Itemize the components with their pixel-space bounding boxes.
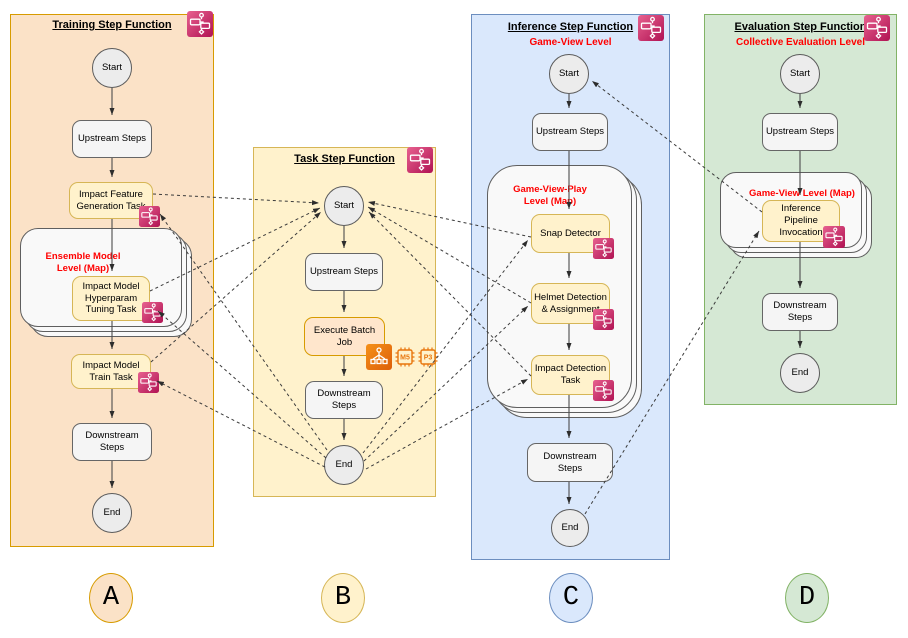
- step-functions-icon: [864, 15, 890, 41]
- downstream-steps-training: Downstream Steps: [72, 423, 152, 461]
- map-label-ensemble: Ensemble Model Level (Map): [45, 251, 121, 275]
- step-functions-icon: [593, 309, 614, 330]
- step-functions-icon: [407, 147, 433, 173]
- upstream-steps-training: Upstream Steps: [72, 120, 152, 158]
- step-functions-icon: [593, 238, 614, 259]
- upstream-steps-inference: Upstream Steps: [532, 113, 608, 151]
- end-node-training: End: [92, 493, 132, 533]
- task-impact-model-hyperparam-tuning: Impact Model Hyperparam Tuning Task: [72, 276, 150, 321]
- ec2-chip-p3-icon: P3: [417, 346, 439, 368]
- step-functions-icon: [139, 206, 160, 227]
- downstream-steps-inference: Downstream Steps: [527, 443, 613, 482]
- step-functions-icon: [142, 302, 163, 323]
- map-label-game-view-play: Game-View-Play Level (Map): [513, 184, 587, 208]
- aws-batch-icon: [366, 344, 392, 370]
- dashed-invocation-arrows: [149, 80, 763, 515]
- panel-c-subtitle: Game-View Level: [529, 37, 612, 48]
- start-node-inference: Start: [549, 54, 589, 94]
- panel-d-subtitle: Collective Evaluation Level: [736, 37, 865, 48]
- step-functions-icon: [638, 15, 664, 41]
- solid-flow-arrows: [109, 88, 803, 504]
- panel-b-title: Task Step Function: [294, 153, 395, 165]
- upstream-steps-evaluation: Upstream Steps: [762, 113, 838, 151]
- svg-text:P3: P3: [424, 355, 433, 362]
- step-functions-icon: [823, 226, 845, 248]
- step-functions-icon: [593, 380, 614, 401]
- step-functions-icon: [187, 11, 213, 37]
- end-node-inference: End: [551, 509, 589, 547]
- downstream-steps-evaluation: Downstream Steps: [762, 293, 838, 331]
- ec2-chip-m5-icon: M5: [394, 346, 416, 368]
- end-node-evaluation: End: [780, 353, 820, 393]
- panel-a-title: Training Step Function: [52, 19, 172, 31]
- panel-d-title: Evaluation Step Function: [734, 21, 867, 33]
- start-node-task: Start: [324, 186, 364, 226]
- task-impact-feature-generation: Impact Feature Generation Task: [69, 182, 153, 219]
- badge-b: B: [321, 573, 365, 623]
- panel-c-title: Inference Step Function: [507, 21, 634, 33]
- badge-a: A: [89, 573, 133, 623]
- task-impact-model-train: Impact Model Train Task: [71, 354, 151, 389]
- svg-text:M5: M5: [400, 355, 410, 362]
- badge-d: D: [785, 573, 829, 623]
- start-node-training: Start: [92, 48, 132, 88]
- upstream-steps-task: Upstream Steps: [305, 253, 383, 291]
- map-label-game-view: Game-View Level (Map): [749, 188, 855, 199]
- downstream-steps-task: Downstream Steps: [305, 381, 383, 419]
- start-node-evaluation: Start: [780, 54, 820, 94]
- end-node-task: End: [324, 445, 364, 485]
- step-functions-icon: [138, 372, 159, 393]
- badge-c: C: [549, 573, 593, 623]
